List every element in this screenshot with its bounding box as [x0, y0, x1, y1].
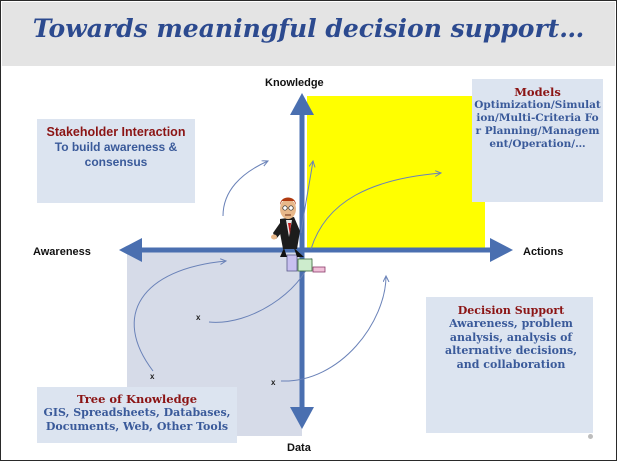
curve-arrow-knowledge — [300, 161, 313, 234]
stakeholder-box-bg — [37, 119, 195, 203]
decision-support-box: Decision Support Awareness, problem anal… — [436, 304, 586, 371]
title-bar: Towards meaningful decision support… — [2, 2, 615, 66]
models-box-bg — [472, 79, 603, 202]
tree-of-knowledge-box: Tree of Knowledge GIS, Spreadsheets, Dat… — [37, 392, 237, 433]
stakeholder-interaction-box: Stakeholder Interaction To build awarene… — [39, 125, 193, 170]
stakeholder-heading: Stakeholder Interaction — [46, 125, 186, 139]
decision-support-body: Awareness, problem analysis, analysis of… — [444, 317, 578, 371]
decision-support-heading: Decision Support — [457, 304, 565, 317]
models-box: Models Optimization/Simulation/Multi-Cri… — [474, 85, 601, 151]
bar-blocks-icon — [286, 254, 326, 273]
x-marker: x — [150, 372, 155, 381]
tree-box-bg — [37, 387, 237, 443]
awareness-arrowhead — [119, 238, 142, 262]
page-indicator-dot — [588, 434, 593, 439]
curve-arrow-x2 — [133, 261, 226, 372]
axis-label-data: Data — [287, 442, 311, 454]
knowledge-actions-quadrant — [307, 96, 485, 251]
tree-body: GIS, Spreadsheets, Databases, Documents,… — [43, 406, 231, 433]
decision-support-box-bg — [426, 297, 593, 433]
data-arrowhead — [290, 407, 314, 429]
knowledge-arrowhead — [290, 93, 314, 115]
axis-label-awareness: Awareness — [33, 246, 91, 258]
models-heading: Models — [514, 85, 561, 99]
stakeholder-body: To build awareness & consensus — [54, 140, 178, 169]
actions-arrowhead — [490, 238, 513, 262]
axis-label-knowledge: Knowledge — [265, 77, 324, 89]
curve-arrow-x3 — [280, 276, 386, 382]
axis-label-actions: Actions — [523, 246, 564, 258]
x-marker: x — [196, 313, 201, 322]
x-marker: x — [271, 378, 276, 387]
person-icon — [271, 197, 304, 257]
slide-title: Towards meaningful decision support… — [32, 14, 585, 43]
curve-arrow-models — [310, 173, 441, 250]
curve-arrow-stakeholder — [222, 161, 268, 217]
tree-heading: Tree of Knowledge — [76, 392, 198, 406]
models-body: Optimization/Simulation/Multi-Criteria F… — [474, 99, 601, 150]
